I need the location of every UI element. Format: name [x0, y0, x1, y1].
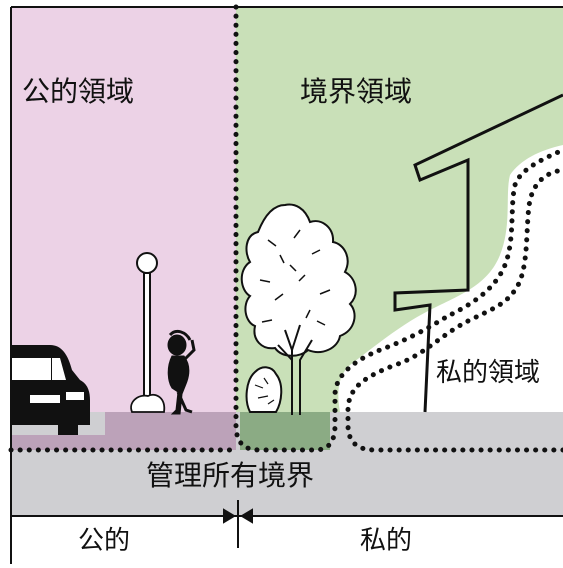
arrow-left-icon [240, 508, 253, 524]
tree-icon [240, 203, 357, 415]
ownership-boundary-label: 管理所有境界 [146, 459, 315, 492]
street-lamp-icon [136, 252, 158, 409]
private-ownership-label: 私的 [360, 526, 413, 556]
ground-lower [11, 450, 563, 516]
public-ownership-label: 公的 [78, 526, 131, 556]
ownership-axis [10, 500, 563, 548]
public-ground-overlay [11, 412, 236, 450]
boundary-zone-label: 境界領域 [300, 75, 413, 108]
shrub-icon [245, 366, 283, 413]
public-zone-label: 公的領域 [22, 75, 135, 108]
car-icon [11, 345, 90, 435]
house-icon [393, 93, 563, 413]
person-icon [167, 329, 196, 415]
arrow-right-icon [223, 508, 236, 524]
private-zone-label: 私的領域 [436, 358, 541, 388]
zone-boundaries [8, 4, 563, 453]
boundary-ground-overlay [240, 412, 330, 450]
bush-icon [130, 393, 166, 413]
frame-border [10, 6, 563, 564]
